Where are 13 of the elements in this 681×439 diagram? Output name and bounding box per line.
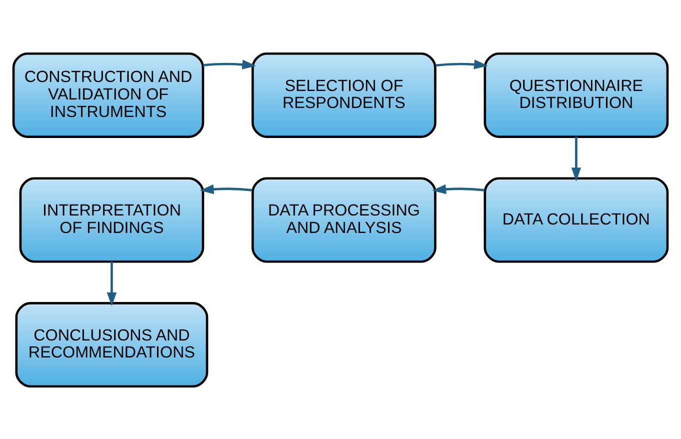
- node-box: SELECTION OF RESPONDENTS: [252, 52, 436, 138]
- arrow: [571, 136, 582, 182]
- node-box: DATA COLLECTION: [484, 176, 669, 262]
- node-box: CONSTRUCTION AND VALIDATION OF INSTRUMENTS: [12, 52, 204, 138]
- arrow: [435, 59, 488, 69]
- arrow: [200, 184, 252, 194]
- node-box: DATA PROCESSING AND ANALYSIS: [252, 176, 436, 262]
- arrow: [203, 59, 256, 69]
- node-box: INTERPRETATION OF FINDINGS: [19, 176, 204, 262]
- arrow: [432, 184, 485, 194]
- node-box: QUESTIONNAIRE DISTRIBUTION: [484, 52, 669, 138]
- node-box: CONCLUSIONS AND RECOMMENDATIONS: [15, 302, 208, 388]
- arrow: [106, 261, 117, 306]
